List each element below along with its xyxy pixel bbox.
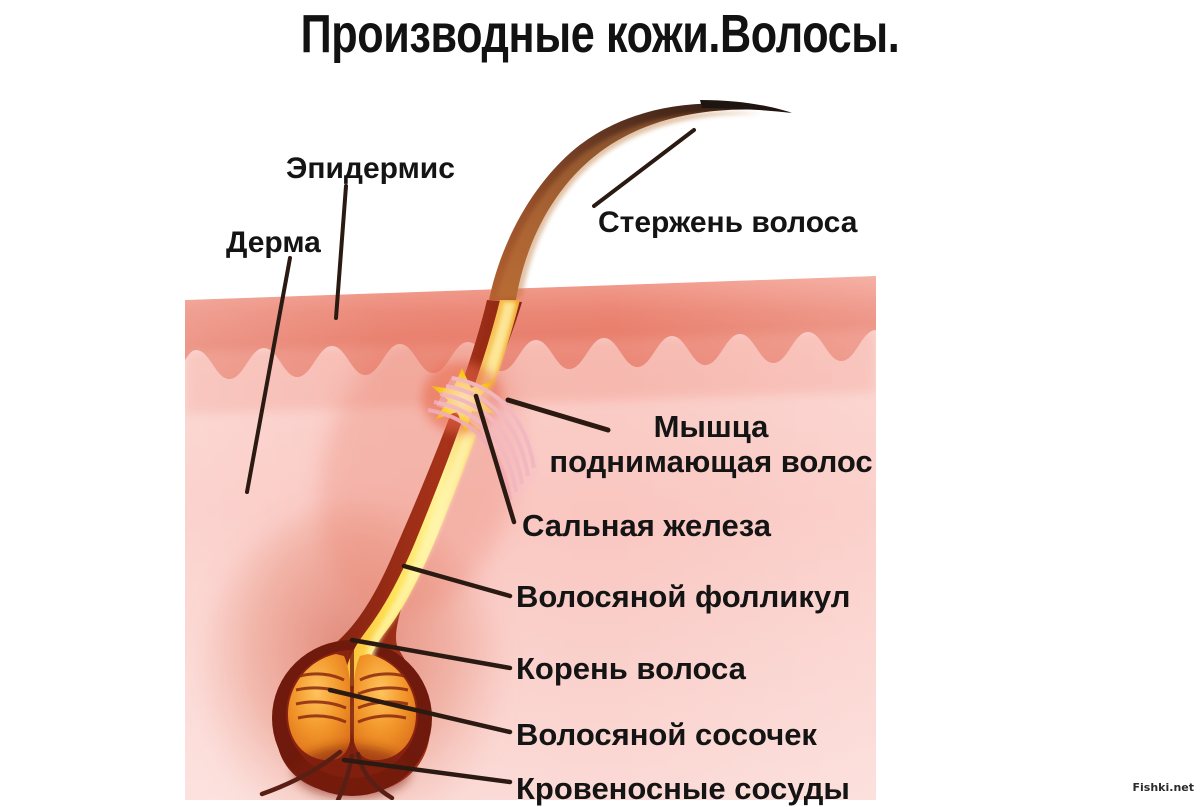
leader-lines	[245, 128, 696, 785]
label-muscle-line2: поднимающая волос	[549, 443, 873, 479]
skin-block	[185, 276, 876, 800]
label-blood-vessels: Кровеносные сосуды	[516, 771, 850, 806]
label-arrector-pili-muscle: Мышца поднимающая волос	[537, 409, 885, 479]
label-hair-shaft: Стержень волоса	[598, 206, 858, 239]
label-hair-papilla: Волосяной сосочек	[516, 717, 817, 752]
label-muscle-line1: Мышца	[653, 409, 769, 444]
label-hair-follicle: Волосяной фолликул	[516, 579, 851, 614]
leader-sebaceous	[473, 393, 517, 525]
label-derma: Дерма	[226, 226, 321, 259]
label-hair-root: Корень волоса	[516, 651, 746, 686]
leader-muscle	[505, 397, 611, 433]
hair-shaft	[489, 100, 792, 301]
watermark: Fishki.net	[1132, 781, 1194, 794]
label-sebaceous-gland: Сальная железа	[522, 508, 771, 543]
leader-papilla	[327, 687, 513, 735]
arrector-pili-muscle	[427, 376, 536, 501]
label-epidermis: Эпидермис	[286, 152, 455, 185]
leader-epidermis	[334, 184, 348, 320]
leader-root	[349, 637, 513, 671]
leader-follicle	[401, 563, 513, 599]
leader-vessels	[341, 757, 513, 785]
hair-papilla-right	[352, 654, 416, 761]
page-title: Производные кожи.Волосы.	[300, 4, 900, 64]
hair-papilla-left	[288, 654, 352, 761]
leader-derma	[245, 256, 292, 494]
leader-hair-shaft	[592, 128, 696, 208]
